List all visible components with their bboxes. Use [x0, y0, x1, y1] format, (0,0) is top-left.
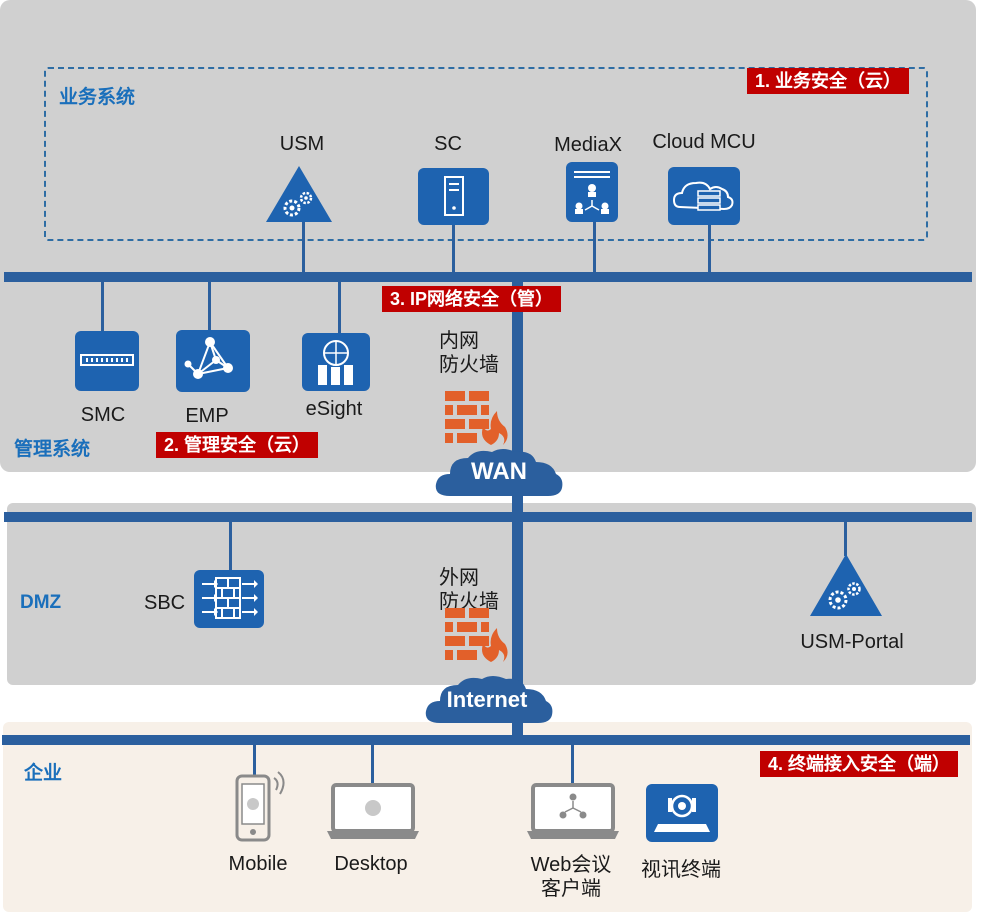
- cloud-mcu-icon: [668, 167, 740, 225]
- mobile-icon: [235, 771, 285, 842]
- inner-firewall-icon: [445, 391, 508, 445]
- web-client-link: [571, 743, 574, 785]
- outer-firewall-label-line1: 外网: [439, 567, 479, 589]
- outer-firewall-icon: [445, 608, 508, 662]
- web-client-label-line2: 客户端: [540, 878, 601, 900]
- sc-label: SC: [434, 133, 462, 155]
- banner-management-security: 2. 管理安全（云）: [156, 432, 319, 458]
- smc-link: [101, 282, 104, 332]
- banner-terminal-access-security: 4. 终端接入安全（端）: [760, 751, 959, 777]
- sbc-icon: [194, 570, 264, 628]
- banner-ip-network-security: 3. IP网络安全（管）: [382, 286, 562, 312]
- desktop-label: Desktop: [334, 853, 408, 875]
- web-client-label: Web会议 客户端: [531, 853, 612, 901]
- usm-portal-label: USM-Portal: [800, 631, 904, 653]
- banner-business-security: 1. 业务安全（云）: [747, 68, 910, 94]
- video-terminal-label: 视讯终端: [641, 859, 721, 881]
- mediax-label: MediaX: [554, 134, 622, 156]
- cloud-mcu-link: [708, 222, 711, 274]
- business-system-title: 业务系统: [59, 87, 136, 108]
- business-system-boundary: [44, 67, 928, 241]
- video-terminal-icon: [646, 784, 718, 842]
- emp-icon: [176, 330, 250, 392]
- web-client-icon: [527, 783, 619, 839]
- mediax-icon: [566, 162, 618, 222]
- outer-firewall-label: 外网 防火墙: [439, 566, 499, 614]
- usm-label: USM: [279, 133, 325, 155]
- cloud-mcu-label: Cloud MCU: [652, 131, 756, 153]
- enterprise-title: 企业: [24, 763, 63, 784]
- mobile-link: [253, 743, 256, 777]
- usm-icon: [266, 166, 332, 222]
- backbone-trunk: [512, 282, 523, 736]
- web-client-label-line1: Web会议: [530, 854, 612, 876]
- desktop-icon: [327, 783, 419, 839]
- esight-link: [338, 282, 341, 336]
- usm-link: [302, 218, 305, 274]
- dmz-bus: [4, 512, 972, 522]
- internet-label: Internet: [446, 687, 528, 712]
- wan-label: WAN: [471, 458, 527, 485]
- internet-cloud: [425, 676, 553, 723]
- smc-label: SMC: [80, 404, 126, 426]
- core-bus: [4, 272, 972, 282]
- usm-portal-link: [844, 520, 847, 556]
- enterprise-bus: [2, 735, 970, 745]
- management-system-title: 管理系统: [14, 439, 91, 460]
- mediax-link: [593, 218, 596, 274]
- wan-cloud: [435, 449, 563, 496]
- sc-icon: [418, 168, 489, 225]
- inner-firewall-label: 内网 防火墙: [439, 329, 499, 377]
- dmz-title: DMZ: [20, 592, 62, 613]
- esight-icon: [302, 333, 370, 391]
- smc-icon: [75, 331, 139, 391]
- usm-portal-icon: [810, 554, 882, 616]
- outer-firewall-label-line2: 防火墙: [439, 591, 499, 613]
- emp-link: [208, 282, 211, 332]
- esight-label: eSight: [305, 398, 363, 420]
- sbc-link: [229, 520, 232, 572]
- desktop-link: [371, 743, 374, 785]
- mobile-label: Mobile: [228, 853, 288, 875]
- inner-firewall-label-line1: 内网: [439, 330, 479, 352]
- sbc-label: SBC: [144, 592, 186, 614]
- inner-firewall-label-line2: 防火墙: [439, 354, 499, 376]
- sc-link: [452, 222, 455, 274]
- emp-label: EMP: [185, 405, 229, 427]
